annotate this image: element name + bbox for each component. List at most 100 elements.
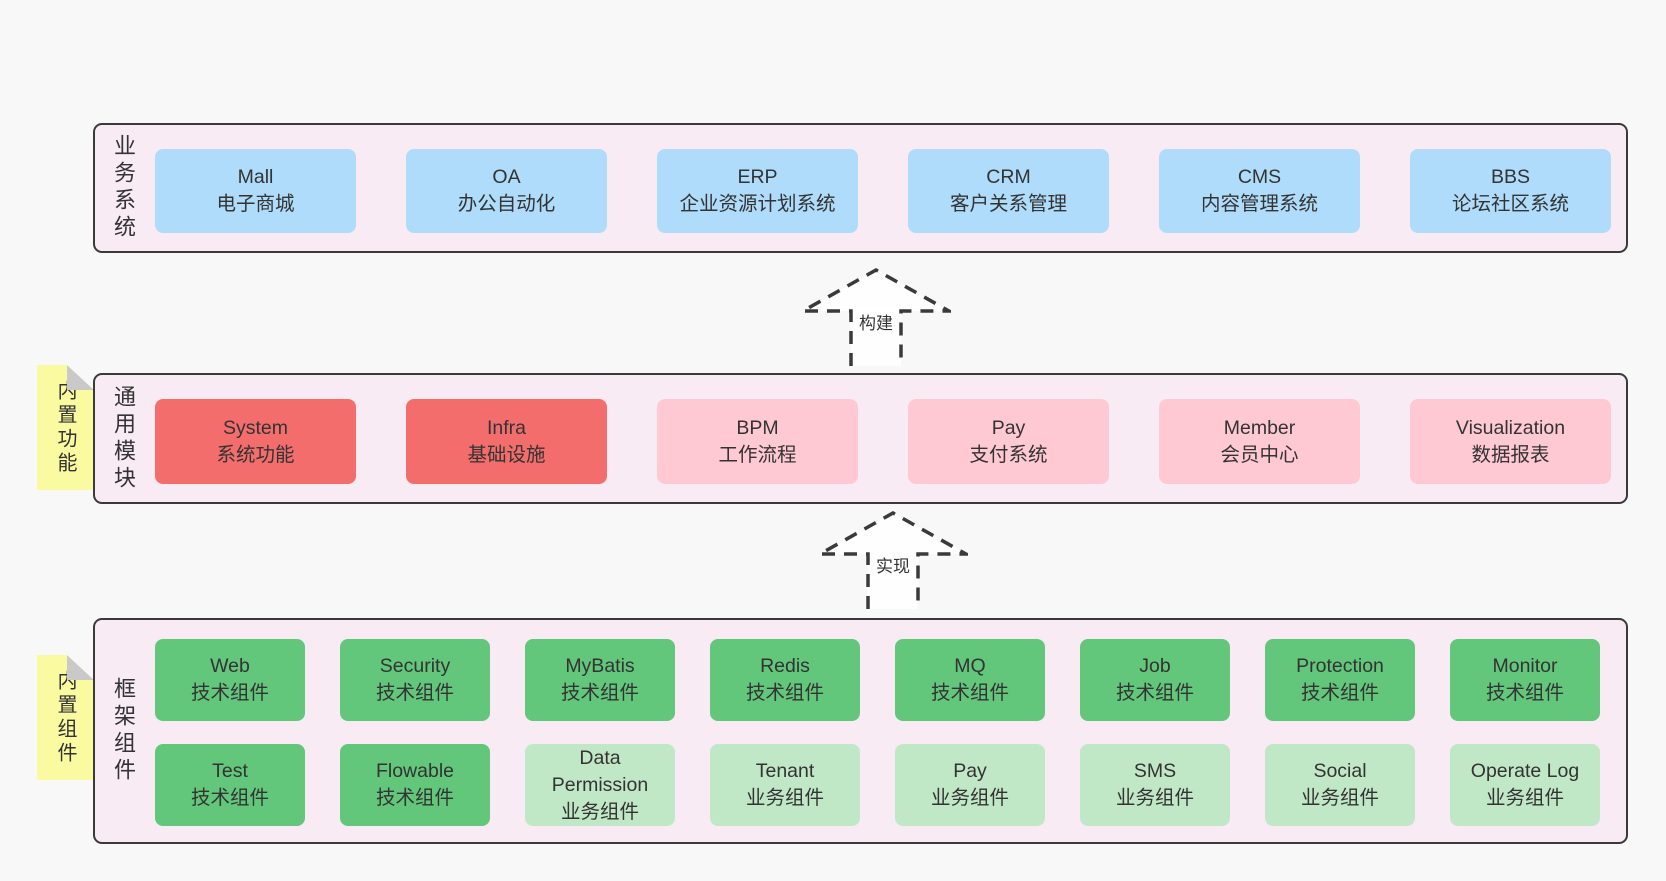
box-oa: OA 办公自动化 bbox=[406, 149, 607, 233]
implement-arrow-label: 实现 bbox=[873, 551, 913, 578]
box-subtitle: 技术组件 bbox=[1485, 682, 1564, 704]
box-subtitle: 技术组件 bbox=[375, 682, 454, 704]
box-title: Tenant bbox=[755, 760, 815, 782]
box-title: Job bbox=[1139, 655, 1171, 677]
box-subtitle: 业务组件 bbox=[930, 787, 1009, 809]
box-test: Test 技术组件 bbox=[155, 744, 305, 826]
box-title: Data Permission bbox=[551, 746, 649, 796]
box-title: Operate Log bbox=[1470, 760, 1580, 782]
box-subtitle: 技术组件 bbox=[1115, 682, 1194, 704]
box-subtitle: 技术组件 bbox=[190, 787, 269, 809]
box-cms: CMS 内容管理系统 bbox=[1159, 149, 1360, 233]
implement-arrow: 实现 bbox=[818, 509, 968, 609]
note-fold-corner-icon bbox=[67, 655, 94, 680]
box-subtitle: 系统功能 bbox=[216, 443, 295, 466]
box-visualization: Visualization 数据报表 bbox=[1410, 399, 1611, 484]
box-subtitle: 工作流程 bbox=[718, 443, 797, 466]
box-title: Pay bbox=[953, 760, 987, 782]
box-security: Security 技术组件 bbox=[340, 639, 490, 721]
box-subtitle: 技术组件 bbox=[745, 682, 824, 704]
box-title: MQ bbox=[954, 655, 986, 677]
box-subtitle: 业务组件 bbox=[1115, 787, 1194, 809]
box-subtitle: 技术组件 bbox=[930, 682, 1009, 704]
box-mq: MQ 技术组件 bbox=[895, 639, 1045, 721]
box-title: Protection bbox=[1296, 655, 1384, 677]
box-title: BBS bbox=[1490, 166, 1531, 188]
box-subtitle: 会员中心 bbox=[1220, 443, 1299, 466]
box-title: Web bbox=[210, 655, 250, 677]
layer-label-business-systems: 业务系统 bbox=[111, 134, 136, 242]
box-bbs: BBS 论坛社区系统 bbox=[1410, 149, 1611, 233]
box-system: System 系统功能 bbox=[155, 399, 356, 484]
layer-framework-components: 框架组件 Web 技术组件 Security 技术组件 MyBatis 技术组件… bbox=[93, 618, 1628, 844]
box-title: Monitor bbox=[1492, 655, 1558, 677]
box-redis: Redis 技术组件 bbox=[710, 639, 860, 721]
box-title: Social bbox=[1313, 760, 1367, 782]
box-title: Flowable bbox=[375, 760, 455, 782]
box-flowable: Flowable 技术组件 bbox=[340, 744, 490, 826]
box-title: System bbox=[222, 416, 288, 439]
box-mall: Mall 电子商城 bbox=[155, 149, 356, 233]
box-pay-component: Pay 业务组件 bbox=[895, 744, 1045, 826]
box-subtitle: 数据报表 bbox=[1471, 443, 1550, 466]
sticky-note-builtin-components: 内置组件 bbox=[37, 655, 94, 780]
box-title: Test bbox=[212, 760, 248, 782]
build-arrow-label: 构建 bbox=[856, 308, 896, 335]
box-bpm: BPM 工作流程 bbox=[657, 399, 858, 484]
box-social: Social 业务组件 bbox=[1265, 744, 1415, 826]
box-subtitle: 论坛社区系统 bbox=[1451, 193, 1569, 215]
box-erp: ERP 企业资源计划系统 bbox=[657, 149, 858, 233]
box-subtitle: 业务组件 bbox=[1485, 787, 1564, 809]
tech-component-row: Web 技术组件 Security 技术组件 MyBatis 技术组件 Redi… bbox=[155, 639, 1600, 721]
box-subtitle: 办公自动化 bbox=[457, 193, 556, 215]
box-subtitle: 电子商城 bbox=[216, 193, 295, 215]
box-subtitle: 业务组件 bbox=[560, 800, 639, 823]
box-subtitle: 技术组件 bbox=[375, 787, 454, 809]
box-title: CMS bbox=[1237, 166, 1282, 188]
box-title: Infra bbox=[486, 416, 527, 439]
layer-business-systems: 业务系统 Mall 电子商城 OA 办公自动化 ERP 企业资源计划系统 CRM… bbox=[93, 123, 1628, 253]
box-protection: Protection 技术组件 bbox=[1265, 639, 1415, 721]
box-title: ERP bbox=[737, 166, 778, 188]
box-sms: SMS 业务组件 bbox=[1080, 744, 1230, 826]
sticky-note-builtin-features: 内置功能 bbox=[37, 365, 94, 490]
box-subtitle: 基础设施 bbox=[467, 443, 546, 466]
build-arrow: 构建 bbox=[801, 266, 951, 366]
box-subtitle: 技术组件 bbox=[1300, 682, 1379, 704]
box-title: MyBatis bbox=[565, 655, 635, 677]
box-subtitle: 企业资源计划系统 bbox=[679, 193, 836, 215]
box-subtitle: 客户关系管理 bbox=[949, 193, 1067, 215]
box-title: Mall bbox=[237, 166, 274, 188]
box-subtitle: 技术组件 bbox=[190, 682, 269, 704]
box-job: Job 技术组件 bbox=[1080, 639, 1230, 721]
layer-common-modules: 通用模块 System 系统功能 Infra 基础设施 BPM 工作流程 Pay… bbox=[93, 373, 1628, 504]
box-title: OA bbox=[492, 166, 521, 188]
box-monitor: Monitor 技术组件 bbox=[1450, 639, 1600, 721]
business-box-row: Mall 电子商城 OA 办公自动化 ERP 企业资源计划系统 CRM 客户关系… bbox=[155, 149, 1611, 233]
sticky-note-text: 内置组件 bbox=[54, 669, 76, 766]
box-title: Pay bbox=[991, 416, 1026, 439]
box-data-permission: Data Permission 业务组件 bbox=[525, 744, 675, 826]
box-title: BPM bbox=[736, 416, 779, 439]
box-member: Member 会员中心 bbox=[1159, 399, 1360, 484]
box-web: Web 技术组件 bbox=[155, 639, 305, 721]
box-pay-module: Pay 支付系统 bbox=[908, 399, 1109, 484]
box-title: CRM bbox=[986, 166, 1031, 188]
box-subtitle: 业务组件 bbox=[745, 787, 824, 809]
layer-label-common-modules: 通用模块 bbox=[111, 384, 136, 493]
box-crm: CRM 客户关系管理 bbox=[908, 149, 1109, 233]
box-title: Security bbox=[379, 655, 451, 677]
layer-label-framework-components: 框架组件 bbox=[111, 677, 136, 785]
box-subtitle: 支付系统 bbox=[969, 443, 1048, 466]
box-mybatis: MyBatis 技术组件 bbox=[525, 639, 675, 721]
note-fold-corner-icon bbox=[67, 365, 94, 390]
box-subtitle: 业务组件 bbox=[1300, 787, 1379, 809]
box-subtitle: 内容管理系统 bbox=[1200, 193, 1318, 215]
sticky-note-text: 内置功能 bbox=[54, 379, 76, 476]
box-operate-log: Operate Log 业务组件 bbox=[1450, 744, 1600, 826]
box-subtitle: 技术组件 bbox=[560, 682, 639, 704]
box-tenant: Tenant 业务组件 bbox=[710, 744, 860, 826]
box-title: Redis bbox=[760, 655, 810, 677]
box-title: SMS bbox=[1133, 760, 1177, 782]
biz-component-row: Test 技术组件 Flowable 技术组件 Data Permission … bbox=[155, 744, 1600, 826]
